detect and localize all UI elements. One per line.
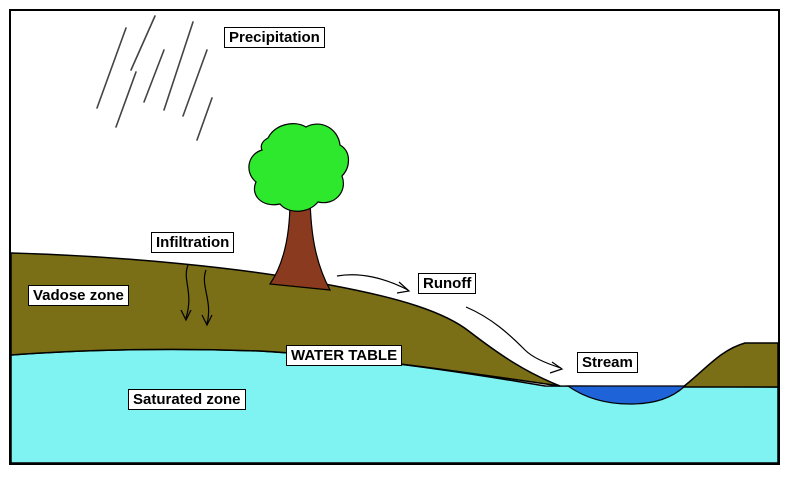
right-bank-ground: [680, 342, 779, 388]
vadose-zone-label: Vadose zone: [28, 285, 129, 306]
saturated-zone-label: Saturated zone: [128, 389, 246, 410]
water-table-label: WATER TABLE: [286, 345, 403, 366]
infiltration-arrows: [180, 264, 213, 327]
tree-foliage: [248, 123, 350, 212]
stream-water: [566, 385, 687, 405]
precipitation-label: Precipitation: [224, 27, 325, 48]
runoff-arrows: [336, 274, 564, 374]
runoff-label: Runoff: [418, 273, 477, 294]
rain-streaks: [96, 15, 213, 141]
stream-label: Stream: [577, 352, 638, 373]
vadose-zone-ground: [10, 252, 561, 387]
tree-trunk: [268, 199, 332, 291]
infiltration-label: Infiltration: [151, 232, 235, 253]
